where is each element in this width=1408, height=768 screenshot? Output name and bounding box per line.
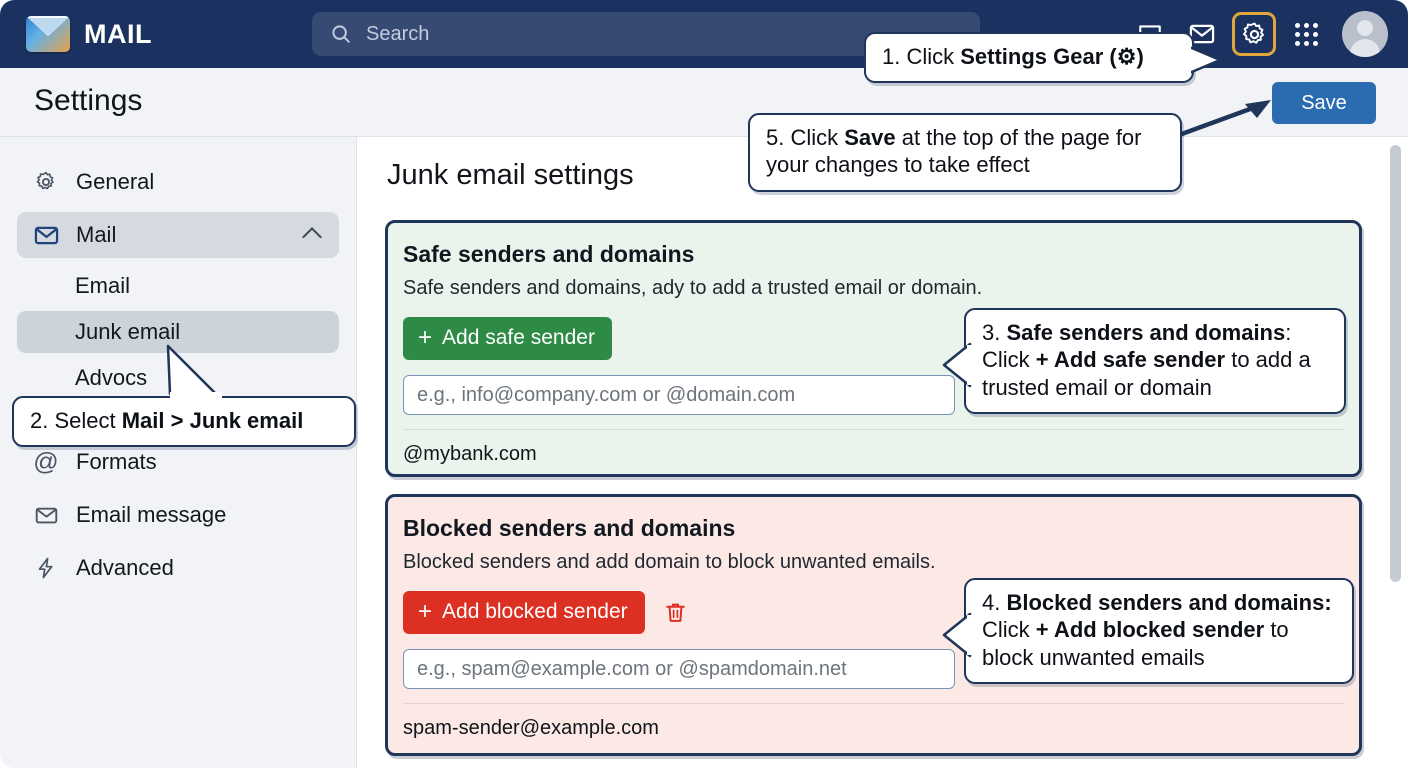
sidebar-item-label: Advanced: [76, 555, 174, 580]
sidebar-item-label: General: [76, 169, 155, 194]
trash-icon[interactable]: [661, 598, 690, 627]
scrollbar-thumb[interactable]: [1390, 145, 1401, 582]
brand-name: MAIL: [84, 18, 152, 49]
blocked-senders-description: Blocked senders and add domain to block …: [403, 551, 936, 573]
callout-step-4: 4. Blocked senders and domains: Click + …: [964, 578, 1354, 684]
callout-5-post: at the top of the page for your changes …: [766, 125, 1142, 178]
callout-4-mid: Click: [982, 617, 1036, 643]
sidebar-item-mail[interactable]: Mail: [17, 212, 339, 258]
callout-3-mid: : Click: [982, 320, 1292, 373]
safe-senders-description: Safe senders and domains, ady to add a t…: [403, 277, 983, 299]
mail-envelope-logo-icon: [26, 16, 70, 52]
callout-step-5: 5. Click Save at the top of the page for…: [748, 113, 1182, 192]
add-blocked-sender-label: Add blocked sender: [442, 600, 628, 623]
vertical-scrollbar[interactable]: [1390, 145, 1401, 758]
safe-sender-entry[interactable]: @mybank.com: [403, 443, 537, 465]
callout-4-bold2: + Add blocked sender: [1035, 617, 1265, 643]
safe-senders-actions: + Add safe sender: [403, 317, 1359, 360]
callout-4-tail: [942, 612, 972, 658]
sidebar-item-email[interactable]: Email: [75, 273, 131, 298]
sidebar-item-email-message[interactable]: Email message: [17, 492, 339, 538]
callout-step-2: 2. Select Mail > Junk email: [12, 396, 356, 448]
callout-2-num: 2.: [30, 408, 55, 433]
callout-1-pre: Click: [906, 44, 961, 69]
page-title: Junk email settings: [387, 159, 634, 191]
callout-3-tail: [942, 342, 972, 388]
callout-1-bold: Settings Gear (⚙): [960, 44, 1144, 69]
envelope-icon: [32, 503, 60, 528]
callout-5-bold: Save: [844, 125, 896, 150]
callout-3-bold2: + Add safe sender: [1035, 347, 1226, 373]
callout-1-num: 1.: [882, 44, 907, 69]
sidebar-item-label: Formats: [76, 449, 157, 474]
sidebar-item-general[interactable]: General: [17, 159, 339, 205]
avatar[interactable]: [1342, 11, 1388, 57]
blocked-sender-entry[interactable]: spam-sender@example.com: [403, 717, 659, 739]
settings-sidebar: General Mail Email Junk email Advocs @ F…: [0, 137, 357, 768]
callout-4-num: 4.: [982, 590, 1007, 615]
sidebar-item-junk-email[interactable]: Junk email: [17, 311, 339, 353]
callout-4-post: to block unwanted emails: [982, 617, 1289, 670]
envelope-icon[interactable]: [1180, 12, 1224, 56]
top-bar-icons: [1128, 0, 1388, 68]
callout-step-3: 3. Safe senders and domains: Click + Add…: [964, 308, 1346, 414]
callout-2-tail: [166, 344, 222, 400]
add-safe-sender-label: Add safe sender: [442, 326, 595, 349]
divider: [403, 429, 1344, 430]
blocked-senders-heading: Blocked senders and domains: [403, 515, 736, 541]
sidebar-item-label: Mail: [76, 222, 117, 247]
add-blocked-sender-button[interactable]: + Add blocked sender: [403, 591, 645, 634]
search-icon: [332, 25, 350, 43]
safe-senders-heading: Safe senders and domains: [403, 241, 695, 267]
gear-icon: [32, 170, 60, 194]
brand-logo[interactable]: MAIL: [26, 16, 152, 52]
callout-3-bold1: Safe senders and domains: [1006, 320, 1286, 345]
lightning-icon: [32, 556, 60, 580]
chevron-up-icon[interactable]: [302, 227, 322, 247]
sidebar-item-advanced[interactable]: Advanced: [17, 545, 339, 591]
sidebar-item-label: Email message: [76, 502, 227, 527]
callout-2-pre: Select: [54, 408, 122, 433]
apps-grid-icon[interactable]: [1284, 12, 1328, 56]
callout-5-pre: Click: [790, 125, 845, 150]
divider: [403, 703, 1344, 704]
add-safe-sender-button[interactable]: + Add safe sender: [403, 317, 612, 360]
safe-sender-input[interactable]: e.g., info@company.com or @domain.com: [403, 375, 955, 415]
safe-sender-placeholder: e.g., info@company.com or @domain.com: [417, 383, 796, 406]
blocked-sender-placeholder: e.g., spam@example.com or @spamdomain.ne…: [417, 657, 847, 680]
sidebar-item-formats[interactable]: @ Formats: [17, 439, 339, 485]
callout-3-num: 3.: [982, 320, 1007, 345]
callout-step-1: 1. Click Settings Gear (⚙): [864, 32, 1194, 84]
sidebar-item-advocs[interactable]: Advocs: [75, 365, 148, 390]
envelope-icon: [32, 222, 60, 249]
plus-icon: +: [418, 598, 433, 625]
page-heading: Settings: [34, 84, 143, 117]
callout-4-bold1: Blocked senders and domains:: [1006, 590, 1332, 615]
blocked-senders-actions: + Add blocked sender: [403, 591, 1359, 634]
callout-3-post: to add a trusted email or domain: [982, 347, 1311, 400]
blocked-sender-input[interactable]: e.g., spam@example.com or @spamdomain.ne…: [403, 649, 955, 689]
callout-5-num: 5.: [766, 125, 791, 150]
settings-gear-icon[interactable]: [1232, 12, 1276, 56]
plus-icon: +: [418, 324, 433, 351]
callout-2-bold: Mail > Junk email: [121, 408, 304, 433]
callout-1-tail: [1186, 44, 1222, 76]
at-icon: @: [33, 447, 59, 476]
save-button[interactable]: Save: [1272, 82, 1376, 124]
search-placeholder: Search: [366, 22, 430, 45]
